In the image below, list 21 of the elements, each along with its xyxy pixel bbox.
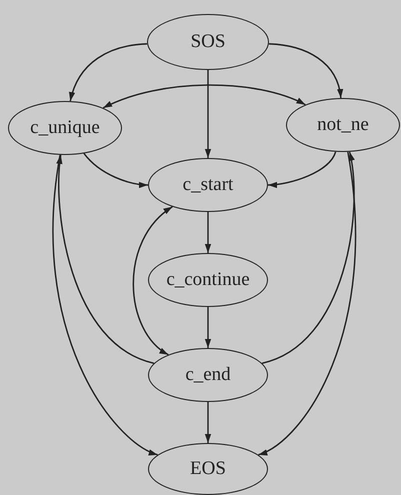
arrow: [70, 43, 148, 102]
arrow: [56, 154, 154, 364]
arrow: [52, 154, 158, 456]
arrow: [204, 307, 212, 348]
state-label: c_unique: [30, 117, 100, 139]
arrow: [268, 152, 336, 188]
arrow: [262, 152, 355, 364]
arrow: [102, 84, 306, 109]
state-label: EOS: [190, 458, 226, 480]
arrow: [83, 153, 148, 188]
arrow: [204, 402, 212, 443]
arrow: [204, 212, 212, 253]
state-label: c_start: [182, 174, 234, 196]
arrow: [268, 43, 343, 98]
arrow: [132, 206, 173, 356]
arrow: [204, 70, 212, 158]
state-label: c_end: [185, 364, 231, 386]
state-label: c_continue: [166, 269, 250, 291]
arrow: [258, 152, 356, 456]
state-label: SOS: [190, 31, 226, 53]
state-label: not_ne: [317, 114, 369, 136]
